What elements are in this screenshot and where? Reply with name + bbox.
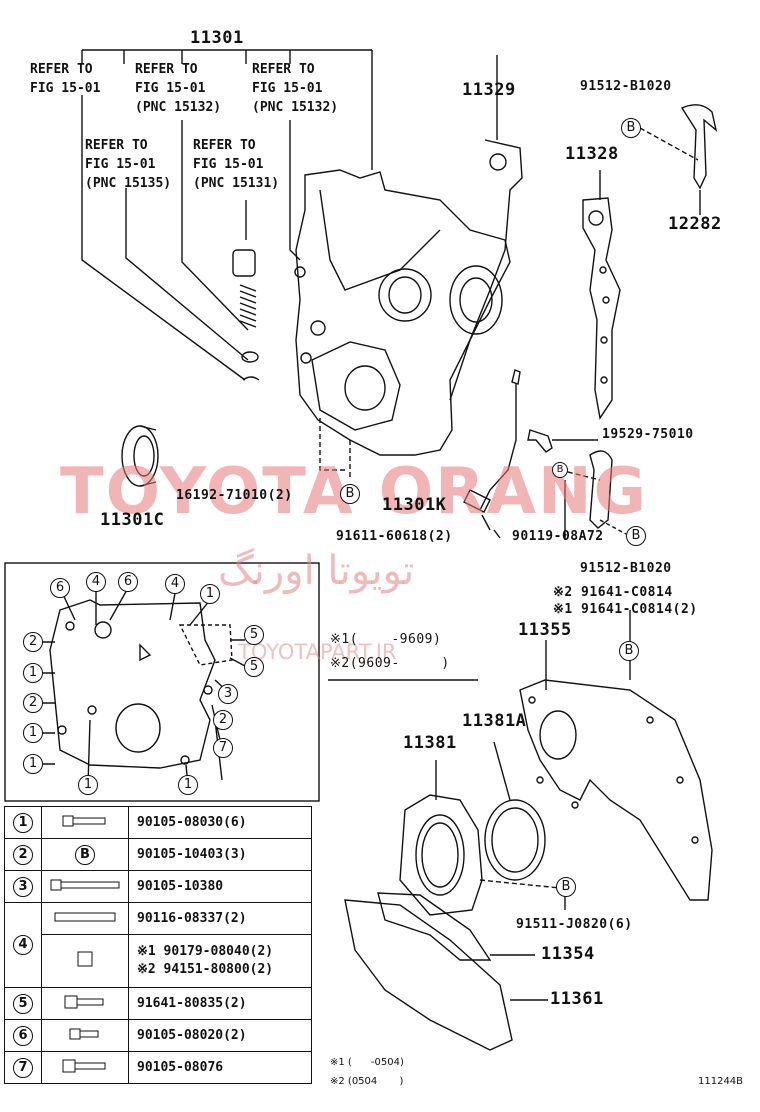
table-row: 5 91641-80835(2) — [4, 987, 312, 1020]
refer-note-3: REFER TO FIG 15-01 (PNC 15132) — [252, 62, 339, 115]
key-circle-7: 7 — [213, 738, 233, 758]
refer-note-2: REFER TO FIG 15-01 (PNC 15132) — [135, 62, 222, 115]
table-row: 3 90105-10380 — [4, 870, 312, 903]
footnote-1: ※1 ( -0504) — [330, 1057, 404, 1068]
key-circle-1: 1 — [23, 754, 43, 774]
part-number-cell: 90105-10403(3) — [128, 838, 312, 871]
key-circle-1: 1 — [23, 723, 43, 743]
callout-11301k: 11301K — [382, 495, 447, 515]
stud-icon — [54, 912, 116, 921]
refer-note-1: REFER TO FIG 15-01 — [30, 62, 101, 96]
bolt-icon — [62, 815, 106, 826]
row-number: 3 — [13, 876, 33, 897]
callout-19529: 19529-75010 — [602, 427, 694, 442]
row-number: 7 — [13, 1057, 33, 1078]
callout-11361: 11361 — [550, 989, 604, 1009]
part-number-line: ※1 90179-08040(2) — [137, 944, 274, 959]
b-marker: B — [340, 484, 360, 504]
part-number-cell: 90105-08076 — [128, 1051, 312, 1084]
b-marker: B — [619, 641, 639, 661]
legend-row-2: ※2(9609- ) — [330, 656, 450, 671]
callout-11328: 11328 — [565, 144, 619, 164]
b-marker: B — [626, 526, 646, 546]
refer-note-5: REFER TO FIG 15-01 (PNC 15131) — [193, 138, 280, 191]
bolt-icon — [62, 1059, 106, 1072]
main-part-number: 11301 — [190, 28, 244, 48]
callout-91512-top: 91512-B1020 — [580, 79, 672, 94]
row-number: 4 — [13, 935, 33, 955]
row-number: 2 — [13, 844, 33, 865]
callout-12282: 12282 — [668, 214, 722, 234]
callout-16192: 16192-71010(2) — [176, 488, 293, 503]
row-number: 5 — [13, 993, 33, 1014]
key-circle-2: 2 — [23, 693, 43, 713]
part-number-cell: 91641-80835(2) — [128, 987, 312, 1020]
callout-91511: 91511-J0820(6) — [516, 917, 633, 932]
b-marker: B — [552, 462, 568, 478]
key-circle-5: 5 — [244, 625, 264, 645]
long-bolt-icon — [50, 879, 120, 890]
key-circle-1: 1 — [78, 775, 98, 795]
part-number-line: ※2 94151-80800(2) — [137, 962, 274, 977]
callout-90119: 90119-08A72 — [512, 529, 604, 544]
part-number-cell: 90105-08030(6) — [128, 806, 312, 839]
key-circle-5: 5 — [244, 657, 264, 677]
callout-11354: 11354 — [541, 944, 595, 964]
key-circle-1: 1 — [23, 663, 43, 683]
key-circle-4: 4 — [165, 574, 185, 594]
callout-91641-c0814: ※2 91641-C0814 — [553, 585, 673, 600]
row-number: 1 — [13, 812, 33, 833]
refer-note-4: REFER TO FIG 15-01 (PNC 15135) — [85, 138, 172, 191]
callout-11355: 11355 — [518, 620, 572, 640]
fastener-table: 1 90105-08030(6) 2 B 90105-10403(3) 3 90… — [4, 806, 312, 1084]
table-row: 4 90116-08337(2) — [4, 902, 312, 988]
key-circle-4: 4 — [86, 572, 106, 592]
part-number-cell: 90105-08020(2) — [128, 1019, 312, 1052]
key-circle-1: 1 — [200, 584, 220, 604]
figure-id: 111244B — [698, 1076, 744, 1087]
table-row: 1 90105-08030(6) — [4, 806, 312, 839]
table-row: 7 90105-08076 — [4, 1051, 312, 1084]
callout-91512-bot: 91512-B1020 — [580, 561, 672, 576]
callout-11381a: 11381A — [462, 711, 527, 731]
row-number: 6 — [13, 1025, 33, 1046]
b-marker: B — [621, 118, 641, 138]
key-circle-6: 6 — [118, 572, 138, 592]
key-circle-2: 2 — [23, 632, 43, 652]
b-marker: B — [556, 877, 576, 897]
part-number-cell: 90116-08337(2) — [128, 902, 312, 935]
flange-bolt-icon — [64, 995, 104, 1008]
callout-91611: 91611-60618(2) — [336, 529, 453, 544]
callout-11381: 11381 — [403, 733, 457, 753]
key-circle-6: 6 — [50, 578, 70, 598]
key-circle-1: 1 — [178, 775, 198, 795]
table-row: 2 B 90105-10403(3) — [4, 838, 312, 871]
short-bolt-icon — [69, 1028, 99, 1039]
table-row: 6 90105-08020(2) — [4, 1019, 312, 1052]
callout-11301c: 11301C — [100, 510, 165, 530]
b-marker: B — [75, 844, 95, 865]
table-row: ※1 90179-08040(2) ※2 94151-80800(2) — [5, 934, 312, 988]
part-number-cell: 90105-10380 — [128, 870, 312, 903]
callout-11329: 11329 — [462, 80, 516, 100]
nut-icon — [77, 951, 93, 967]
key-circle-2: 2 — [213, 710, 233, 730]
callout-91641-c0814-2: ※1 91641-C0814(2) — [553, 602, 698, 617]
key-circle-3: 3 — [218, 684, 238, 704]
legend-row-1: ※1( -9609) — [330, 632, 442, 647]
footnote-2: ※2 (0504 ) — [330, 1076, 404, 1087]
